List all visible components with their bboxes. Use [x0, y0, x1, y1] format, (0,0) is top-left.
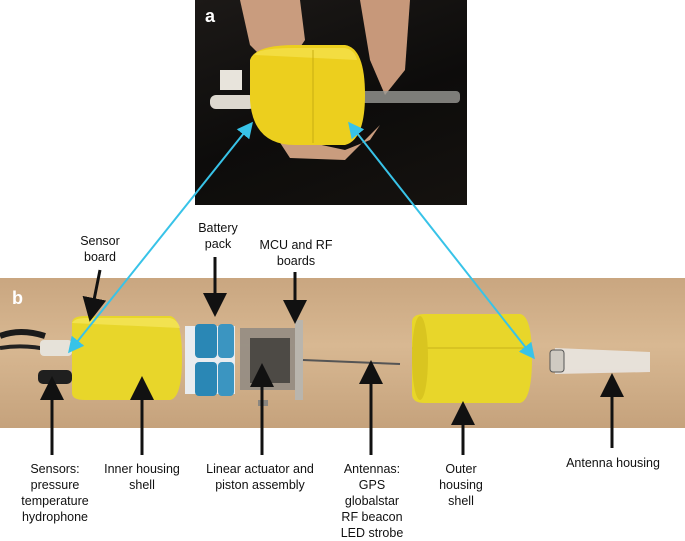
right-hand [360, 0, 410, 95]
cyan-pointer-left [68, 121, 253, 354]
label-outer-housing-shell: Outer housing shell [439, 462, 483, 508]
label-inner-housing-shell: Inner housing shell [104, 462, 180, 492]
end-cap [220, 70, 242, 90]
label-mcu-rf-boards: MCU and RF boards [259, 238, 333, 268]
label-antenna-housing: Antenna housing [566, 456, 660, 470]
sensor-tube [210, 95, 255, 109]
panel-b-letter: b [12, 288, 23, 308]
end-plate [295, 320, 303, 400]
label-antennas: Antennas: GPS globalstar RF beacon LED s… [340, 462, 404, 540]
assembled-float-photo [210, 0, 460, 160]
cyan-pointer-right [348, 121, 535, 360]
battery-cell [195, 362, 217, 396]
arrow-sensor-board [82, 269, 107, 322]
yellow-housing [250, 45, 365, 145]
antenna-wire [302, 359, 401, 365]
label-linear-actuator: Linear actuator and piston assembly [206, 462, 314, 492]
label-sensors: Sensors: pressure temperature hydrophone [21, 462, 89, 524]
sensor-post [40, 340, 72, 356]
panel-a-letter: a [205, 6, 216, 26]
cable [0, 329, 46, 339]
antenna-rod [345, 91, 460, 103]
antenna-housing-tube [555, 348, 650, 374]
